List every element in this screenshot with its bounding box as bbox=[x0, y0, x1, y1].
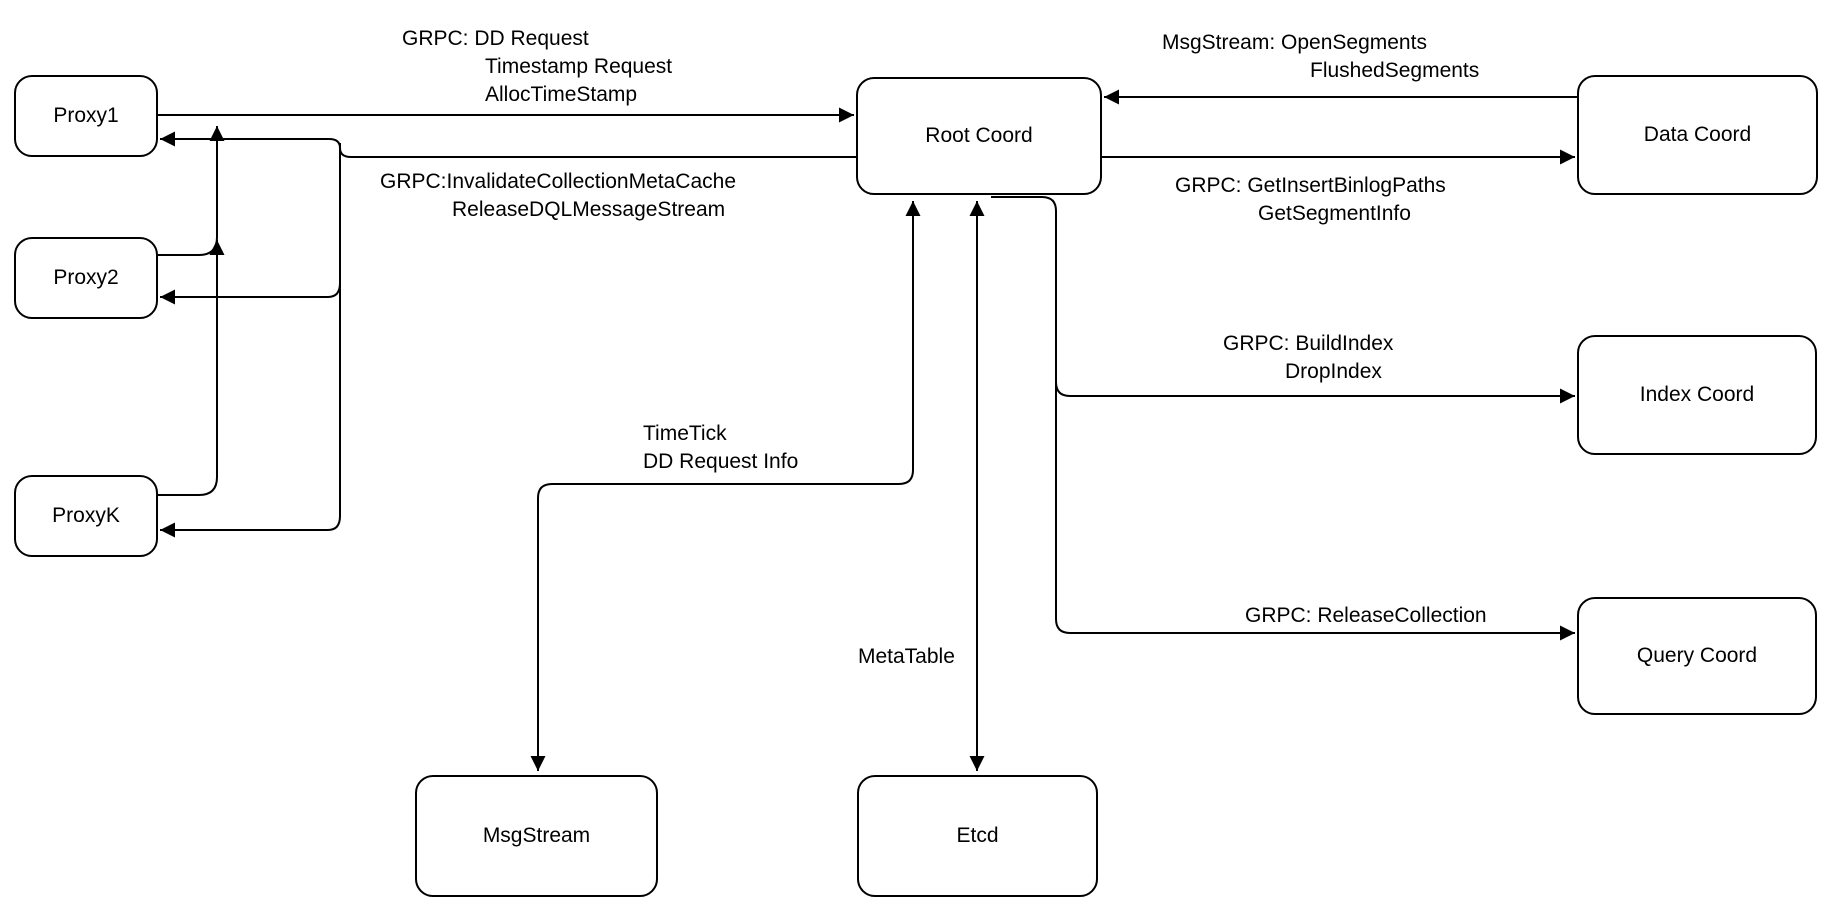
edge-label-data-to-root-2: FlushedSegments bbox=[1310, 59, 1480, 82]
node-msgstream: MsgStream bbox=[415, 775, 658, 897]
node-etcd-label: Etcd bbox=[956, 824, 999, 847]
node-index-coord: Index Coord bbox=[1577, 335, 1817, 455]
edge-label-root-to-data-2: GetSegmentInfo bbox=[1258, 202, 1411, 225]
edge-root-to-proxy2 bbox=[160, 282, 341, 305]
edge-label-data-to-root-1: MsgStream: OpenSegments bbox=[1162, 31, 1427, 54]
edge-label-proxies-to-root-3: AllocTimeStamp bbox=[485, 83, 638, 106]
node-etcd: Etcd bbox=[857, 775, 1098, 897]
edge-root-to-index bbox=[1055, 381, 1575, 404]
edge-label-proxies-to-root-2: Timestamp Request bbox=[485, 55, 673, 78]
node-proxy1-label: Proxy1 bbox=[53, 104, 119, 127]
node-root-coord-label: Root Coord bbox=[925, 124, 1033, 147]
edge-root-msgstream bbox=[530, 201, 921, 771]
node-data-coord-label: Data Coord bbox=[1643, 123, 1752, 146]
edge-label-root-to-data-1: GRPC: GetInsertBinlogPaths bbox=[1175, 174, 1446, 197]
node-msgstream-label: MsgStream bbox=[482, 824, 591, 847]
edge-root-to-proxy1 bbox=[160, 131, 856, 158]
edge-root-to-proxyk bbox=[160, 143, 341, 538]
node-proxyk-label: ProxyK bbox=[52, 504, 120, 527]
node-proxy2-label: Proxy2 bbox=[53, 266, 119, 289]
node-data-coord: Data Coord bbox=[1577, 75, 1818, 195]
edge-label-root-to-proxies-2: ReleaseDQLMessageStream bbox=[452, 198, 726, 221]
node-query-coord-label: Query Coord bbox=[1636, 644, 1758, 667]
edge-label-root-to-proxies-1: GRPC:InvalidateCollectionMetaCache bbox=[380, 170, 737, 193]
edge-label-root-to-index-1: GRPC: BuildIndex bbox=[1223, 332, 1394, 355]
node-query-coord: Query Coord bbox=[1577, 597, 1817, 715]
edge-proxyk-merge bbox=[158, 240, 225, 496]
node-index-coord-label: Index Coord bbox=[1639, 383, 1755, 406]
edge-root-to-query bbox=[991, 196, 1575, 641]
node-root-coord: Root Coord bbox=[856, 77, 1102, 195]
edge-label-root-to-query-1: GRPC: ReleaseCollection bbox=[1245, 604, 1487, 627]
edge-label-root-to-msgstream-2: DD Request Info bbox=[643, 450, 799, 473]
edge-label-root-to-etcd-1: MetaTable bbox=[858, 645, 955, 668]
node-proxy2: Proxy2 bbox=[14, 237, 158, 319]
edge-label-root-to-msgstream-1: TimeTick bbox=[643, 422, 727, 445]
edge-label-proxies-to-root-1: GRPC: DD Request bbox=[402, 27, 589, 50]
node-proxy1: Proxy1 bbox=[14, 75, 158, 157]
node-proxyk: ProxyK bbox=[14, 475, 158, 557]
edge-proxy2-merge bbox=[158, 126, 225, 256]
edge-label-root-to-index-2: DropIndex bbox=[1285, 360, 1382, 383]
